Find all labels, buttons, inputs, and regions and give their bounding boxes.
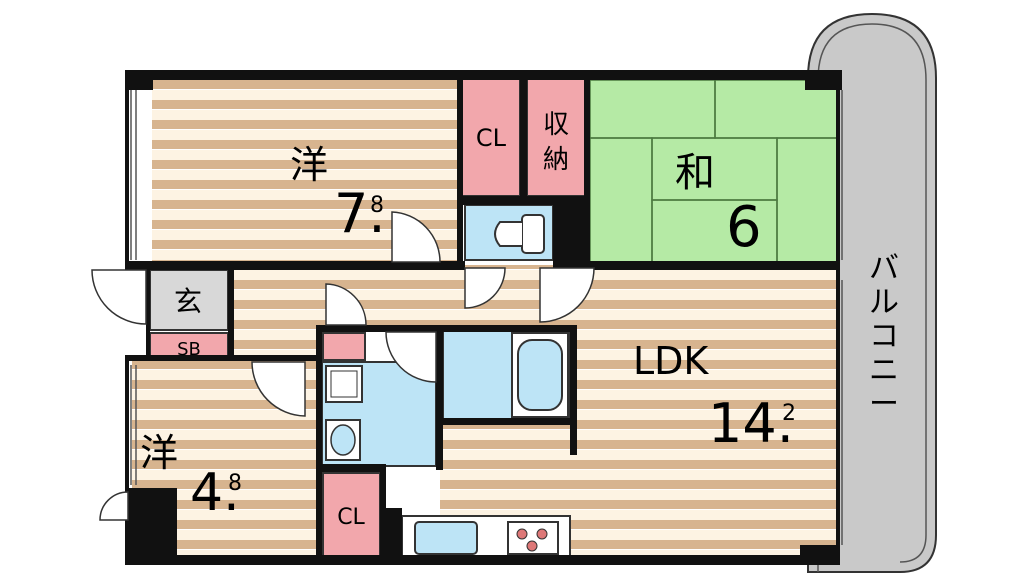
toilet-room — [464, 204, 554, 261]
balcony-label-char: コ — [869, 319, 899, 354]
walls — [125, 70, 842, 565]
ldk-size-decimal: 2 — [782, 401, 796, 426]
storage-label-2: 納 — [543, 145, 569, 175]
western-room-2-size: 4. — [190, 463, 240, 523]
closet-upper-label: CL — [476, 124, 507, 152]
hallway-floor — [232, 265, 837, 325]
western-room-2-size-decimal: 8 — [228, 471, 242, 496]
western-room-2-name: 洋 — [140, 431, 178, 475]
japanese-room-name: 和 — [675, 150, 715, 196]
corridor-floor — [232, 325, 317, 360]
entrance-label: 玄 — [174, 285, 202, 318]
washroom — [321, 361, 437, 467]
balcony-label-char: ー — [869, 387, 899, 422]
entrance — [149, 269, 229, 331]
western-room-1-name: 洋 — [290, 143, 328, 187]
door-swings — [91, 211, 595, 521]
balcony-label-char: ニ — [869, 353, 899, 388]
western-room-1-size-decimal: 8 — [370, 193, 384, 218]
bathroom — [442, 329, 571, 421]
balcony-label-char: ル — [869, 285, 899, 320]
balcony-label-char: バ — [869, 251, 899, 286]
western-room-1-size: 7. — [334, 182, 386, 245]
shoe-box-label: SB — [177, 339, 201, 360]
hall-storage — [322, 332, 366, 361]
storage-label-1: 収 — [543, 110, 569, 140]
ldk-name: LDK — [633, 339, 709, 383]
balcony-label: バ ル コ ニ ー — [869, 251, 899, 422]
kitchen-counter — [401, 515, 571, 559]
japanese-room — [589, 79, 838, 266]
windows — [130, 90, 843, 545]
ldk-size: 14. — [708, 392, 794, 455]
closet-lower-label: CL — [337, 505, 365, 530]
japanese-room-size: 6 — [726, 195, 762, 260]
